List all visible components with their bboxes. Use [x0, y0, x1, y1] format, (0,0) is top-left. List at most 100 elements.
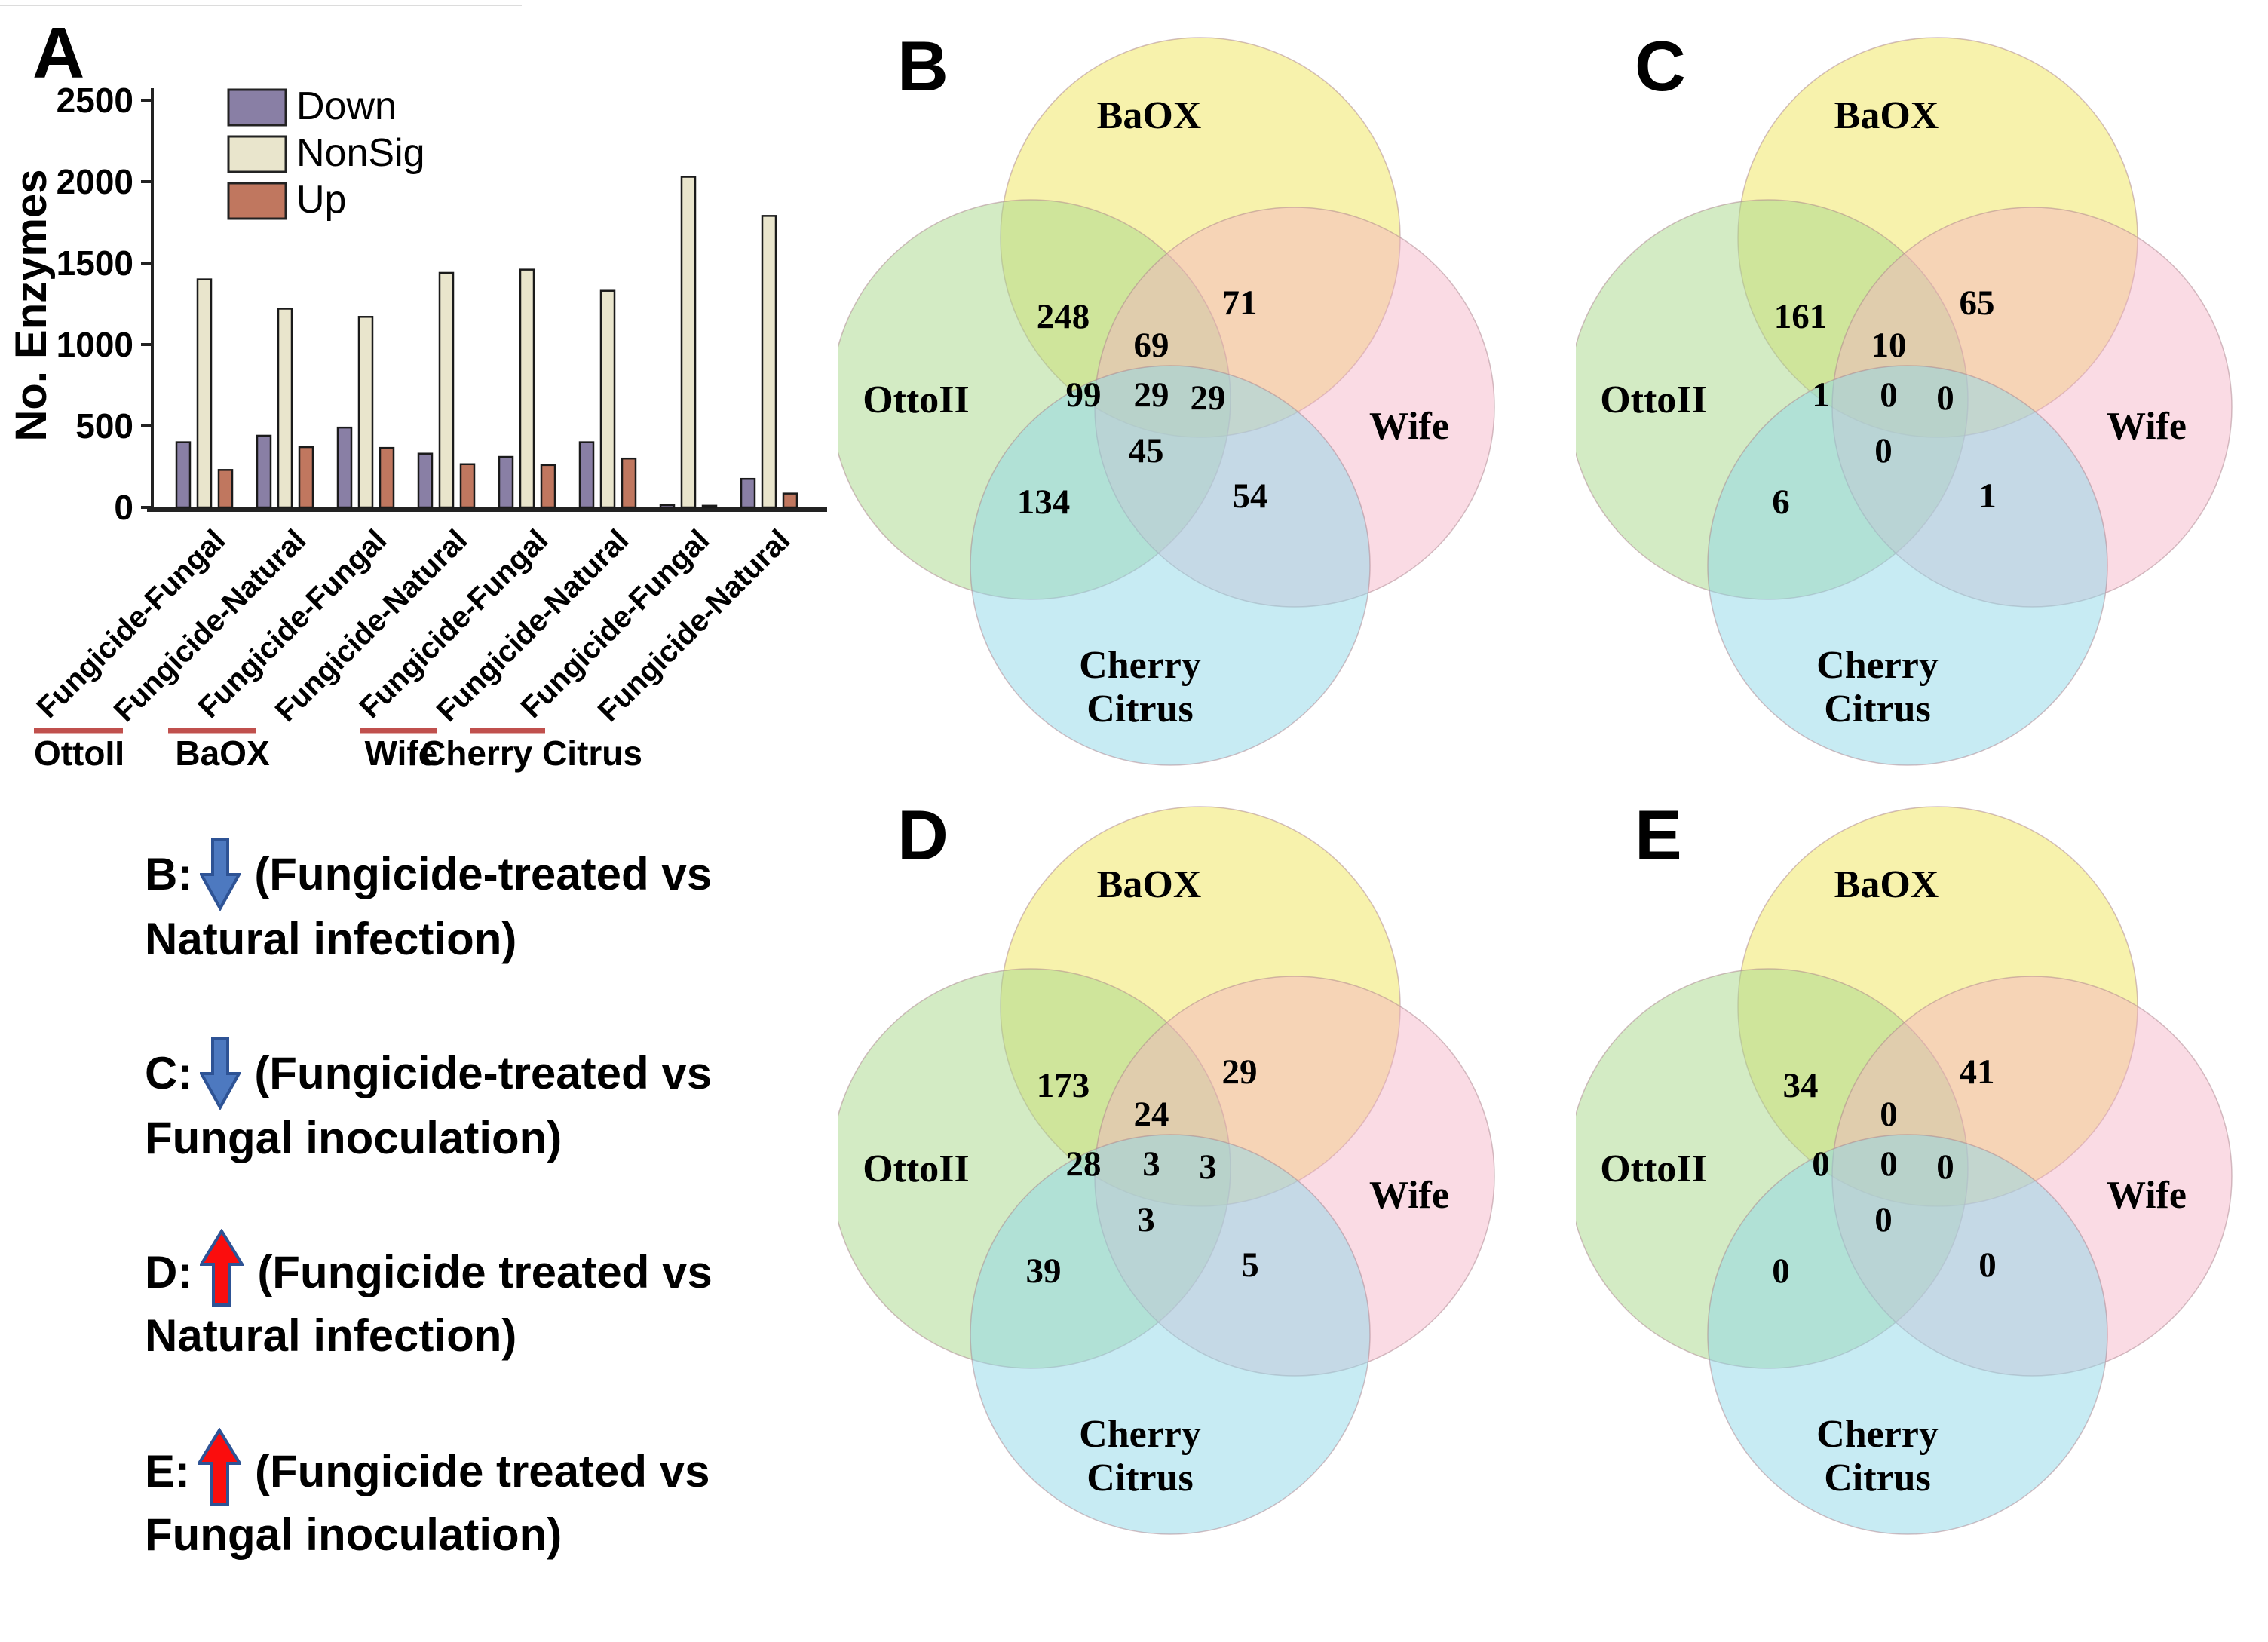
set-label-citrus: Citrus: [1086, 1457, 1194, 1500]
caption-entry-d: D:(Fungicide treated vs Natural infectio…: [145, 1229, 869, 1361]
region-count-bottom-left: 0: [1772, 1251, 1790, 1291]
legend-swatch-down: [227, 88, 287, 127]
caption-block: B:(Fungicide-treated vs Natural infectio…: [145, 838, 869, 1642]
group-label: OttoII: [34, 734, 124, 773]
region-count-top-right: 71: [1222, 283, 1258, 323]
bar-up: [782, 492, 798, 509]
region-count-upper-center: 10: [1871, 326, 1907, 365]
region-count-lower-center: 3: [1137, 1200, 1155, 1239]
set-label-cherry: Cherry: [1079, 1413, 1201, 1456]
caption-text: (Fungicide-treated vs: [254, 1048, 713, 1098]
set-label-wife: Wife: [1369, 405, 1449, 448]
set-label-wife: Wife: [2107, 405, 2187, 448]
set-label-wife: Wife: [1369, 1174, 1449, 1217]
bar-down: [417, 452, 434, 509]
bar-nonsig: [599, 289, 616, 509]
set-label-cherry: Cherry: [1079, 644, 1201, 687]
panel-letter: C: [1635, 26, 1686, 106]
region-count-top-left: 248: [1037, 297, 1090, 336]
region-count-bottom-right: 1: [1978, 476, 1997, 516]
venn-circle-cherrycitrus: [970, 365, 1371, 766]
y-tick-label: 500: [75, 406, 133, 446]
down-arrow-icon: [200, 1037, 241, 1110]
set-label-wife: Wife: [2107, 1174, 2187, 1217]
region-count-bottom-right: 54: [1233, 476, 1268, 516]
venn-circle-cherrycitrus: [1707, 365, 2108, 766]
region-count-top-right: 29: [1222, 1052, 1258, 1092]
bar-up: [217, 469, 234, 509]
panel-letter: E: [1635, 795, 1682, 875]
region-count-top-left: 161: [1774, 297, 1828, 336]
region-count-top-left: 173: [1037, 1066, 1090, 1105]
region-count-lower-center: 0: [1874, 1200, 1893, 1239]
bar-up: [701, 504, 718, 509]
bar-nonsig: [519, 268, 535, 509]
region-count-center: 0: [1880, 375, 1898, 415]
venn-diagram-svg: BaOX OttoII Wife Cherry Citrus 34 41 0 0…: [1576, 806, 2233, 1535]
set-label-citrus: Citrus: [1824, 1457, 1931, 1500]
region-count-center: 29: [1134, 375, 1169, 415]
region-count-mid-left: 99: [1066, 375, 1102, 415]
y-tick-label: 0: [114, 488, 133, 527]
caption-text: (Fungicide-treated vs: [254, 849, 713, 899]
region-count-mid-right: 29: [1191, 378, 1226, 418]
set-label-ottoii: OttoII: [1600, 378, 1707, 421]
caption-key: D:: [145, 1247, 193, 1297]
region-count-lower-center: 45: [1129, 431, 1164, 470]
caption-key: C:: [145, 1048, 193, 1098]
bar-nonsig: [680, 176, 697, 509]
region-count-lower-center: 0: [1874, 431, 1893, 470]
region-count-top-right: 65: [1960, 283, 1995, 323]
panel-venn-c: C BaOX OttoII Wife Cherry Citrus 161 65 …: [1576, 11, 2268, 788]
set-label-ottoii: OttoII: [863, 378, 970, 421]
panel-letter: D: [897, 795, 949, 875]
y-tick-label: 1500: [57, 244, 133, 283]
bar-down: [498, 455, 514, 509]
caption-line: D:(Fungicide treated vs: [145, 1229, 869, 1307]
set-label-ottoii: OttoII: [863, 1147, 970, 1190]
caption-line: B:(Fungicide-treated vs: [145, 838, 869, 911]
bar-nonsig: [196, 278, 213, 509]
group-label: Wife: [365, 734, 438, 773]
legend-swatch-nonsig: [227, 135, 287, 173]
bar-nonsig: [277, 308, 293, 509]
set-label-ottoii: OttoII: [1600, 1147, 1707, 1190]
caption-line: C: (Fungicide-treated vs: [145, 1037, 869, 1110]
bar-down: [740, 477, 756, 509]
set-label-baox: BaOX: [1834, 94, 1939, 137]
up-arrow-icon: [198, 1428, 241, 1506]
bar-down: [578, 441, 595, 509]
legend-swatch-up: [227, 182, 287, 220]
venn-diagram-svg: BaOX OttoII Wife Cherry Citrus 161 65 10…: [1576, 37, 2233, 766]
caption-text: Fungal inoculation): [145, 1509, 562, 1560]
bar-down: [175, 441, 192, 509]
venn-circle-cherrycitrus: [1707, 1134, 2108, 1535]
bar-nonsig: [357, 316, 374, 509]
set-label-baox: BaOX: [1834, 863, 1939, 906]
bar-chart-svg: No. Enzymes Down NonSig Up 0500100015002…: [7, 81, 827, 773]
venn-diagram-svg: BaOX OttoII Wife Cherry Citrus 248 71 69…: [838, 37, 1495, 766]
panel-venn-b: B BaOX OttoII Wife Cherry Citrus 248 71 …: [838, 11, 1555, 788]
caption-entry-b: B:(Fungicide-treated vs Natural infectio…: [145, 838, 869, 964]
panel-venn-e: E BaOX OttoII Wife Cherry Citrus 34 41 0…: [1576, 780, 2268, 1557]
set-label-cherry: Cherry: [1816, 644, 1939, 687]
bar-down: [336, 426, 353, 509]
region-count-mid-right: 0: [1936, 1147, 1954, 1187]
caption-text: Fungal inoculation): [145, 1113, 562, 1163]
region-count-bottom-left: 39: [1026, 1251, 1062, 1291]
region-count-mid-left: 1: [1812, 375, 1830, 415]
caption-entry-c: C: (Fungicide-treated vs Fungal inoculati…: [145, 1037, 869, 1163]
bar-nonsig: [761, 215, 777, 509]
region-count-mid-left: 28: [1066, 1144, 1102, 1184]
y-axis-title: No. Enzymes: [7, 170, 56, 442]
region-count-mid-right: 3: [1199, 1147, 1217, 1187]
set-label-baox: BaOX: [1097, 863, 1202, 906]
caption-text: Natural infection): [145, 914, 517, 964]
region-count-top-right: 41: [1960, 1052, 1995, 1092]
region-count-bottom-right: 5: [1241, 1245, 1259, 1285]
panel-venn-d: D BaOX OttoII Wife Cherry Citrus 173 29 …: [838, 780, 1555, 1557]
panel-letter: B: [897, 26, 949, 106]
region-count-mid-right: 0: [1936, 378, 1954, 418]
